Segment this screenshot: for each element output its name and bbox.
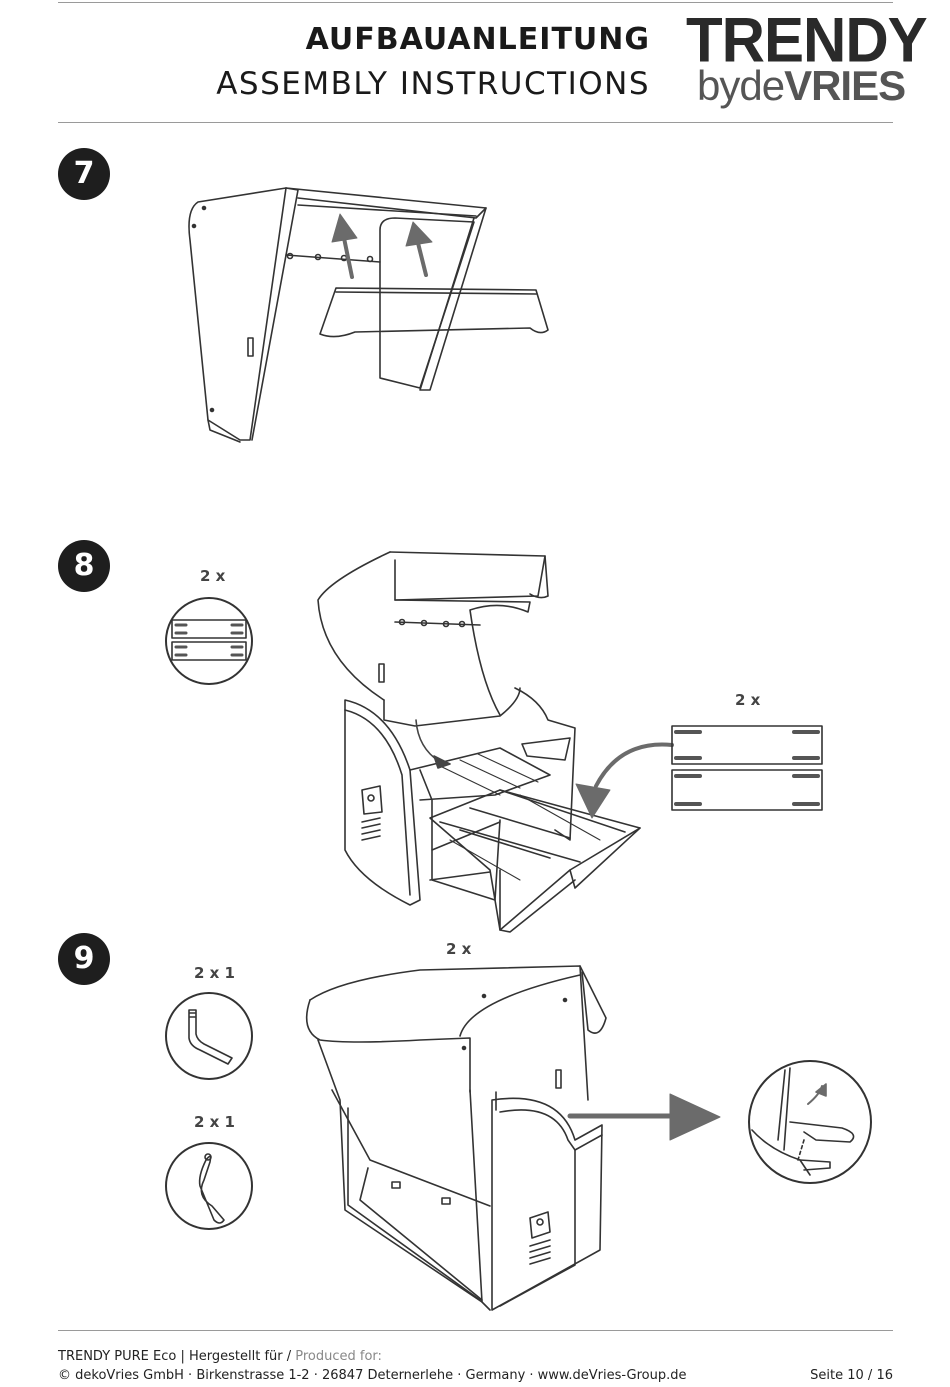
- brand-logo: TRENDY: [686, 5, 928, 76]
- hex-key-icon: [165, 992, 253, 1080]
- footer-product: TRENDY PURE Eco | Hergestellt für /: [58, 1349, 296, 1364]
- logo-by: by: [697, 62, 740, 109]
- step-9-quantity-pin: 2 x 1: [194, 1113, 235, 1131]
- arrow-right-icon: [567, 1093, 721, 1141]
- step-8-quantity-left: 2 x: [200, 567, 226, 585]
- footer-rule: [58, 1330, 893, 1331]
- step-7-canopy-illustration: [188, 187, 549, 443]
- arrow-up-icon: [331, 213, 433, 279]
- footer-address: © dekoVries GmbH · Birkenstrasse 1-2 · 2…: [58, 1368, 687, 1383]
- step-7-badge: 7: [58, 148, 110, 200]
- step-8-slats-circle: [165, 597, 253, 685]
- step-9-quantity-hexkey: 2 x 1: [194, 964, 235, 982]
- brand-logo-sub: bydeVRIES: [697, 62, 906, 110]
- hook-pin-icon: [165, 1142, 253, 1230]
- title-german: AUFBAUANLEITUNG: [305, 22, 650, 57]
- step-8-slats-large: [671, 725, 823, 811]
- header-rule: [58, 122, 893, 123]
- top-rule: [58, 2, 893, 3]
- footer-product-line: TRENDY PURE Eco | Hergestellt für / Prod…: [58, 1349, 382, 1364]
- title-english: ASSEMBLY INSTRUCTIONS: [216, 66, 650, 102]
- curved-arrow-icon: [575, 742, 674, 819]
- logo-de: de: [739, 62, 785, 109]
- step-9-chair-illustration: [305, 965, 607, 1311]
- step-8-chair-illustration: [317, 551, 641, 933]
- logo-vries: VRIES: [784, 62, 906, 109]
- page-number: Seite 10 / 16: [810, 1368, 893, 1383]
- step-9-quantity-top: 2 x: [446, 940, 472, 958]
- footer-produced-for: Produced for:: [295, 1349, 382, 1364]
- step-8-badge: 8: [58, 540, 110, 592]
- step-9-detail-circle: [748, 1060, 872, 1184]
- step-9-badge: 9: [58, 933, 110, 985]
- step-8-quantity-right: 2 x: [735, 691, 761, 709]
